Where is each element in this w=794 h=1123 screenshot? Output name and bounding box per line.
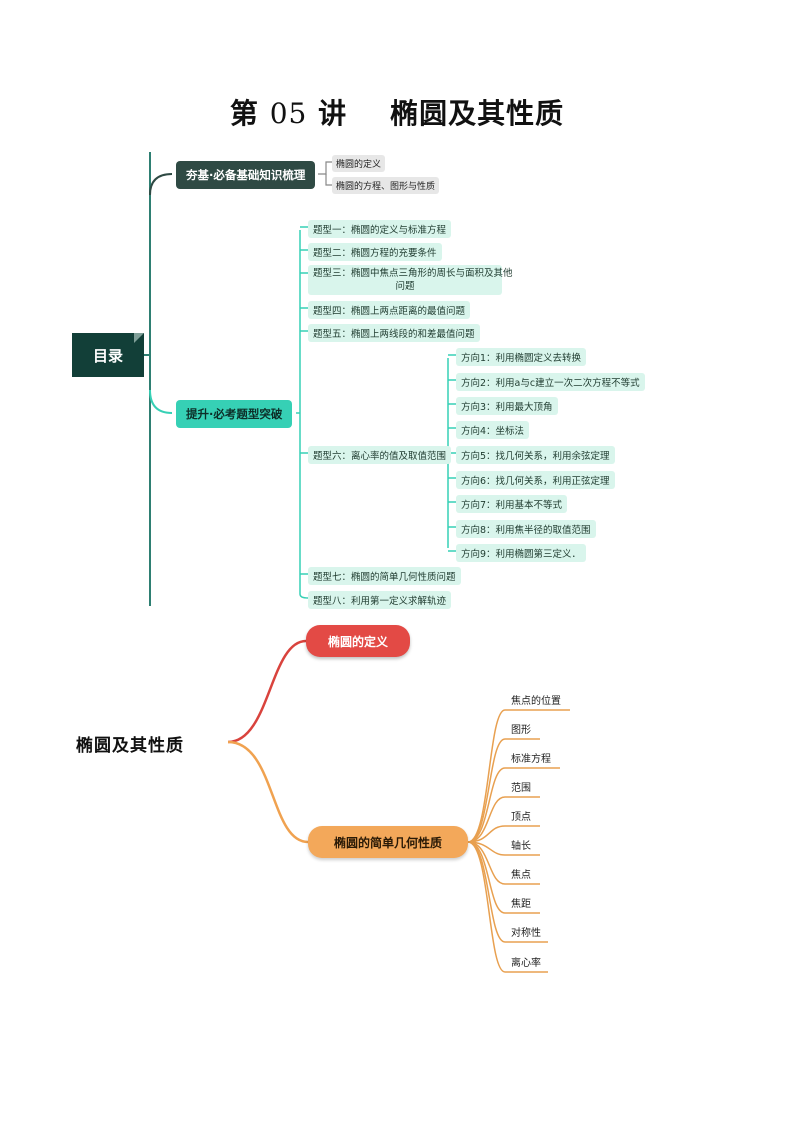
basic-item-1: 椭圆的定义 — [332, 155, 386, 172]
leaf-focus-position: 焦点的位置 — [511, 696, 561, 707]
leaf-eccentricity: 离心率 — [511, 958, 541, 969]
type-5: 题型五：椭圆上两线段的和差最值问题 — [308, 324, 480, 342]
direction-2: 方向2：利用a与c建立一次二次方程不等式 — [456, 373, 645, 391]
type-7: 题型七：椭圆的简单几何性质问题 — [308, 567, 461, 585]
toc-root-fold — [134, 333, 144, 343]
leaf-focal-distance: 焦距 — [511, 899, 531, 910]
mindmap-root: 椭圆及其性质 — [76, 736, 184, 756]
type-6: 题型六：离心率的值及取值范围 — [308, 446, 452, 464]
direction-6: 方向6：找几何关系，利用正弦定理 — [456, 471, 615, 489]
leaf-graph: 图形 — [511, 725, 531, 736]
direction-7: 方向7：利用基本不等式 — [456, 495, 568, 513]
node-properties: 椭圆的简单几何性质 — [308, 826, 468, 858]
leaf-symmetry: 对称性 — [511, 928, 541, 939]
type-2: 题型二：椭圆方程的充要条件 — [308, 243, 442, 261]
leaf-vertex: 顶点 — [511, 812, 531, 823]
leaf-range: 范围 — [511, 783, 531, 794]
basic-item-2: 椭圆的方程、图形与性质 — [332, 177, 440, 194]
type-3-line2: 问题 — [395, 281, 415, 292]
type-3-line1: 题型三：椭圆中焦点三角形的周长与面积及其他 — [313, 268, 513, 279]
direction-3: 方向3：利用最大顶角 — [456, 397, 558, 415]
branch-basic: 夯基·必备基础知识梳理 — [176, 161, 316, 189]
type-4: 题型四：椭圆上两点距离的最值问题 — [308, 301, 471, 319]
page-title: 第 05 讲 椭圆及其性质 — [229, 97, 565, 130]
type-8: 题型八：利用第一定义求解轨迹 — [308, 591, 452, 609]
direction-9: 方向9：利用椭圆第三定义． — [456, 544, 587, 562]
direction-8: 方向8：利用焦半径的取值范围 — [456, 520, 596, 538]
leaf-standard-equation: 标准方程 — [511, 754, 551, 765]
node-definition: 椭圆的定义 — [306, 625, 410, 657]
direction-1: 方向1：利用椭圆定义去转换 — [456, 348, 587, 366]
type-3: 题型三：椭圆中焦点三角形的周长与面积及其他 问题 — [308, 265, 513, 295]
leaf-axis-length: 轴长 — [511, 841, 531, 852]
type-1: 题型一：椭圆的定义与标准方程 — [308, 220, 452, 238]
toc-root: 目录 — [72, 333, 144, 377]
direction-5: 方向5：找几何关系，利用余弦定理 — [456, 446, 615, 464]
leaf-focus: 焦点 — [511, 870, 531, 881]
direction-4: 方向4：坐标法 — [456, 421, 530, 439]
branch-advance: 提升·必考题型突破 — [176, 400, 293, 428]
